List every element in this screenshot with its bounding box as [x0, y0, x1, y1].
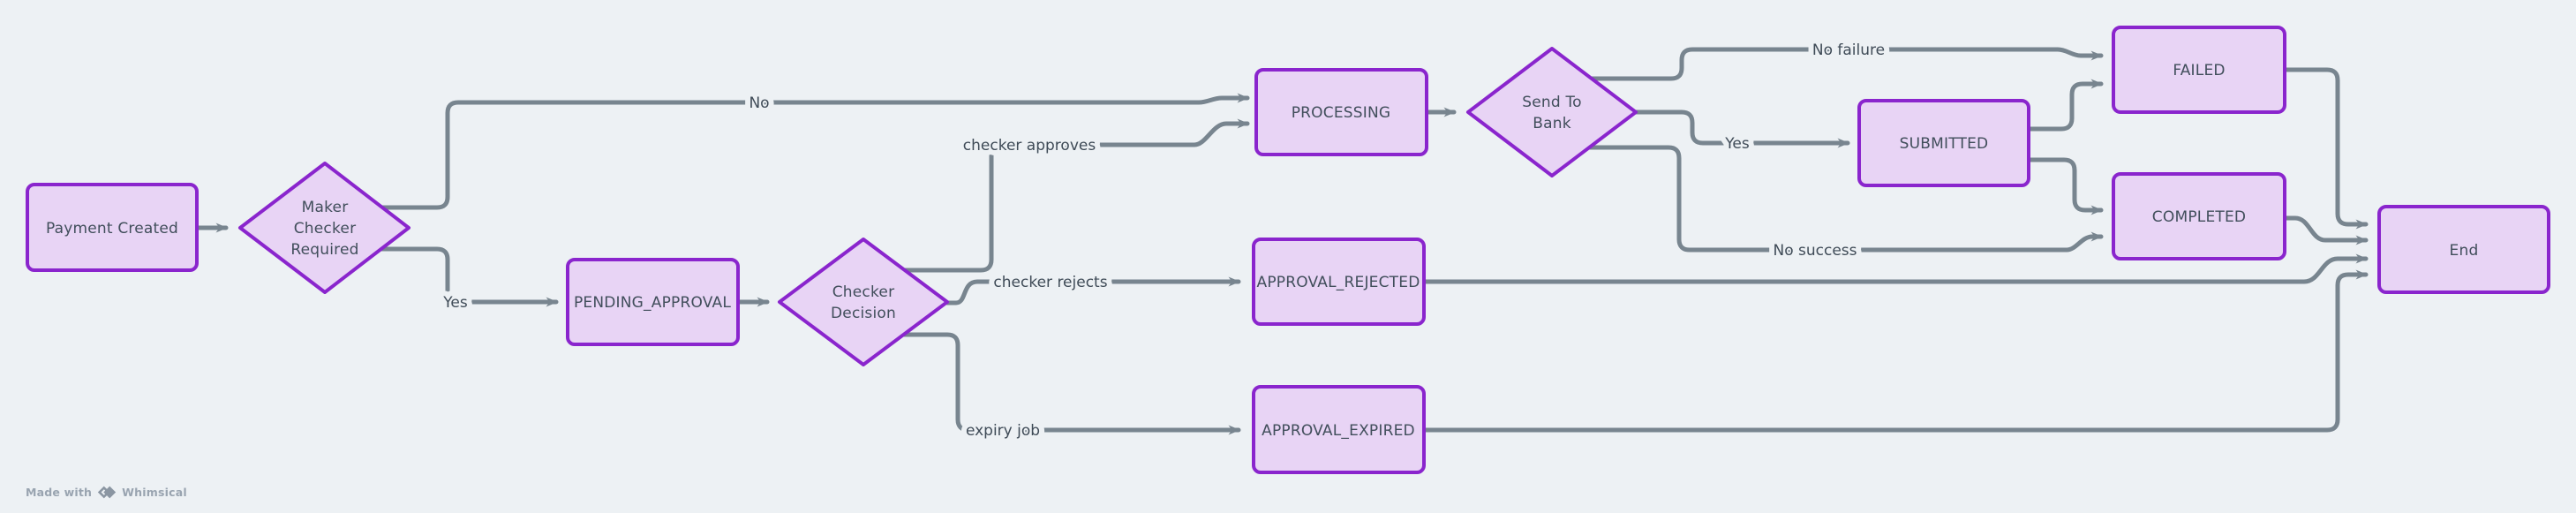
node-maker-checker-shape[interactable]: [238, 162, 411, 294]
node-maker-checker-required[interactable]: Maker Checker Required: [238, 162, 411, 294]
node-submitted-label: SUBMITTED: [1900, 135, 1989, 153]
node-send-to-bank-shape[interactable]: [1466, 47, 1638, 177]
edge-label-no-success[interactable]: No success: [1767, 237, 1862, 265]
node-failed-label: FAILED: [2173, 62, 2225, 79]
edge-makerchecker-no-processing[interactable]: [380, 93, 1250, 210]
edge-label-yes-bank[interactable]: Yes: [1719, 130, 1755, 158]
edge-expired-to-end[interactable]: [1421, 269, 2369, 433]
node-send-to-bank-line2: Bank: [1533, 115, 1571, 132]
watermark-brand-text: Whimsical: [122, 486, 187, 499]
node-approval-expired-label: APPROVAL_EXPIRED: [1262, 422, 1415, 440]
edge-checkerdecision-approves-processing[interactable]: [902, 118, 1250, 273]
node-checker-decision-shape[interactable]: [778, 238, 949, 366]
edges: [194, 47, 2369, 435]
edge-failed-to-end[interactable]: [2282, 67, 2369, 230]
edge-sendtobank-nosuccess-completed[interactable]: [1586, 145, 2104, 253]
node-end[interactable]: End: [2377, 205, 2550, 294]
nodes: Payment Created Maker Checker Required P…: [26, 26, 2550, 474]
edge-label-yes[interactable]: Yes: [437, 289, 473, 317]
node-approval-rejected-shape[interactable]: [1252, 238, 1426, 326]
node-pending-approval-shape[interactable]: [566, 258, 740, 346]
edge-submitted-to-failed[interactable]: [2026, 79, 2104, 132]
node-checker-decision-line1: Checker: [832, 283, 895, 301]
edge-checkerdecision-expiry-expired[interactable]: [900, 332, 1241, 435]
edge-label-checker-approves[interactable]: checker approves: [958, 132, 1102, 160]
node-failed-shape[interactable]: [2112, 26, 2286, 114]
edge-rejected-to-end[interactable]: [1421, 253, 2369, 284]
edge-completed-to-end[interactable]: [2282, 215, 2369, 245]
node-send-to-bank[interactable]: Send To Bank: [1466, 47, 1638, 177]
node-submitted[interactable]: SUBMITTED: [1857, 99, 2030, 187]
node-maker-checker-line1: Maker: [302, 199, 349, 216]
edge-label-expiry-job[interactable]: expiry job: [960, 417, 1045, 445]
node-checker-decision-line2: Decision: [831, 305, 896, 322]
node-processing-shape[interactable]: [1254, 68, 1428, 156]
node-checker-decision[interactable]: Checker Decision: [778, 238, 949, 366]
edge-label-no-failure[interactable]: No failure: [1807, 36, 1890, 64]
node-processing[interactable]: PROCESSING: [1254, 68, 1428, 156]
node-completed-label: COMPLETED: [2152, 208, 2246, 226]
node-approval-expired[interactable]: APPROVAL_EXPIRED: [1252, 385, 1426, 474]
node-approval-rejected[interactable]: APPROVAL_REJECTED: [1252, 238, 1426, 326]
whimsical-watermark[interactable]: Made with Whimsical: [26, 484, 187, 501]
edge-makerchecker-yes-pending[interactable]: [379, 246, 559, 307]
edge-label-checker-rejects[interactable]: checker rejects: [988, 268, 1112, 297]
node-maker-checker-line2: Checker: [294, 220, 357, 238]
node-completed-shape[interactable]: [2112, 172, 2286, 260]
node-maker-checker-line3: Required: [290, 241, 358, 259]
node-end-label: End: [2450, 242, 2479, 260]
edge-submitted-to-completed[interactable]: [2026, 157, 2104, 215]
node-processing-label: PROCESSING: [1292, 104, 1391, 122]
edge-sendtobank-yes-submitted[interactable]: [1633, 109, 1850, 148]
node-pending-approval[interactable]: PENDING_APPROVAL: [566, 258, 740, 346]
node-completed[interactable]: COMPLETED: [2112, 172, 2286, 260]
edge-sendtobank-nofailure-failed[interactable]: [1589, 47, 2104, 81]
whimsical-logo-icon: [98, 486, 117, 499]
node-approval-rejected-label: APPROVAL_REJECTED: [1257, 274, 1420, 291]
edge-checkerdecision-rejects-rejected[interactable]: [945, 276, 1241, 306]
node-payment-created-shape[interactable]: [26, 183, 199, 272]
watermark-made-with-text: Made with: [26, 486, 93, 499]
node-payment-created[interactable]: Payment Created: [26, 183, 199, 272]
node-failed[interactable]: FAILED: [2112, 26, 2286, 114]
edge-label-no[interactable]: No: [743, 89, 774, 117]
node-payment-created-label: Payment Created: [46, 220, 178, 238]
node-pending-approval-label: PENDING_APPROVAL: [574, 294, 731, 312]
node-approval-expired-shape[interactable]: [1252, 385, 1426, 474]
node-end-shape[interactable]: [2377, 205, 2550, 294]
node-send-to-bank-line1: Send To: [1522, 94, 1582, 111]
node-submitted-shape[interactable]: [1857, 99, 2030, 187]
